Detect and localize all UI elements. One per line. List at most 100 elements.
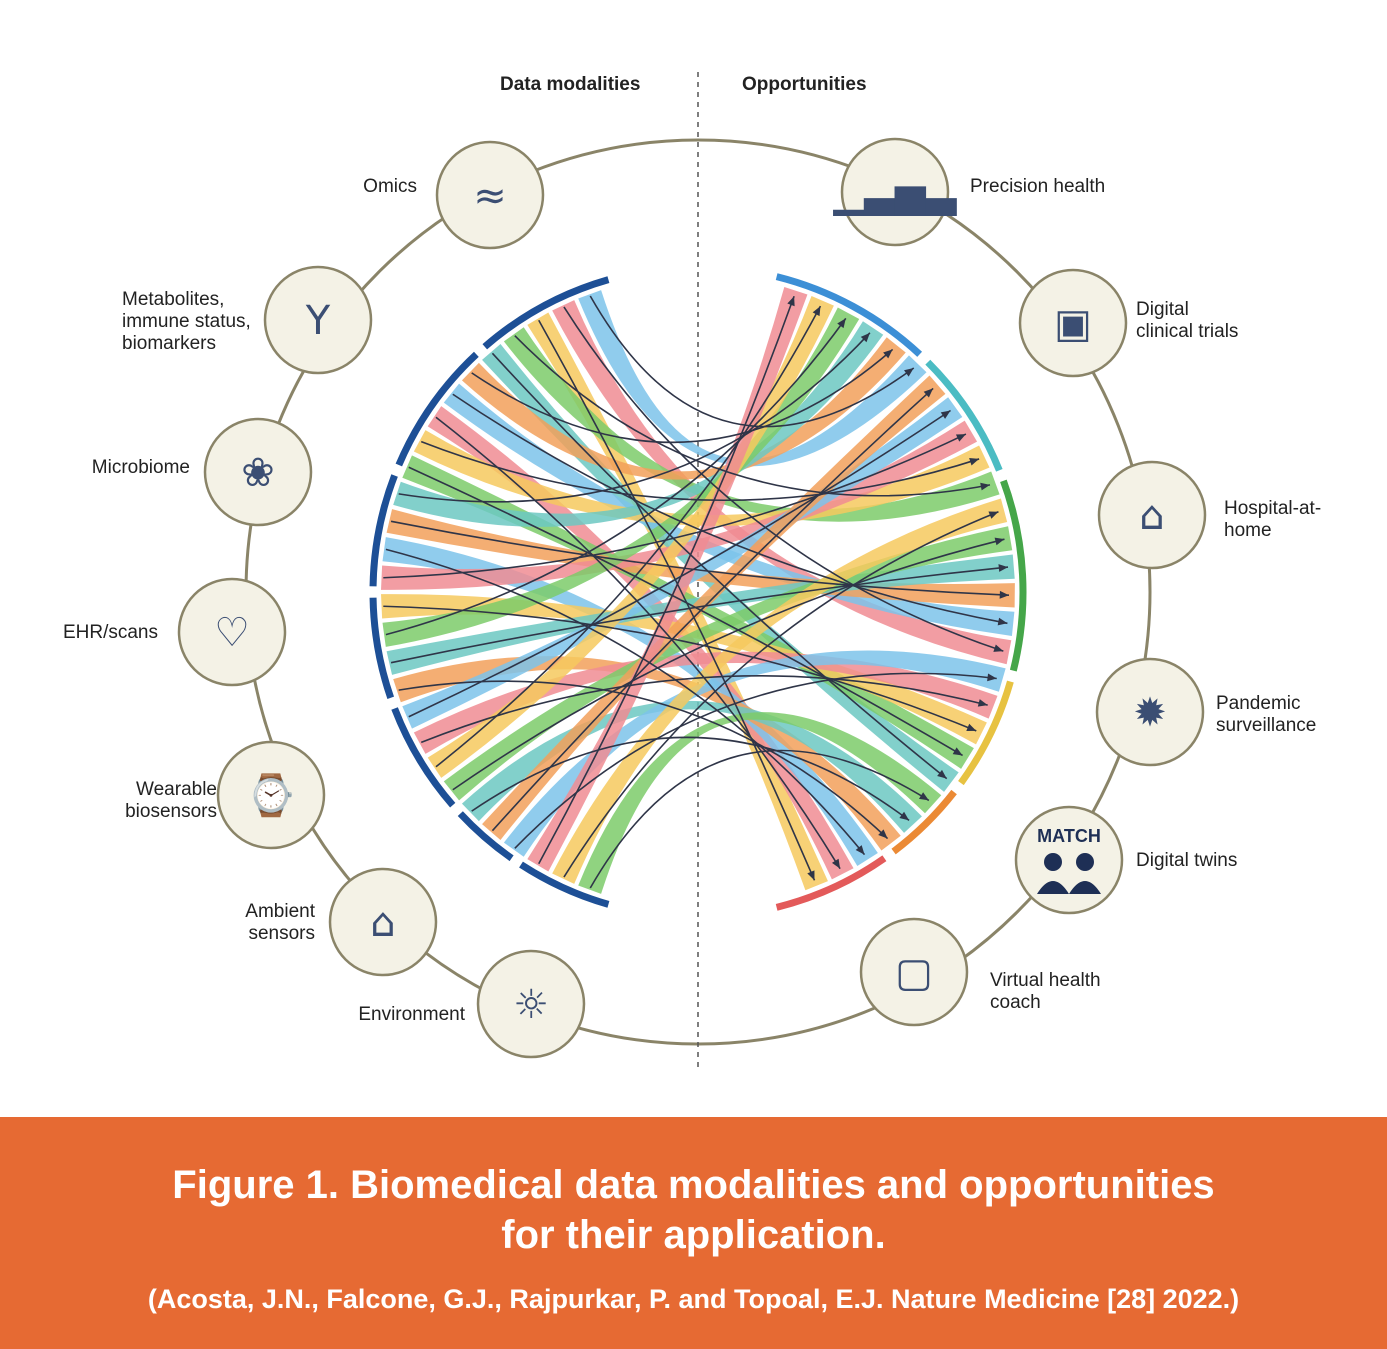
arrow-line (491, 387, 934, 832)
arrow-head (923, 388, 934, 398)
svg-text:▣: ▣ (1054, 301, 1092, 347)
arrow-head (812, 306, 821, 317)
opportunity-arc-segment (775, 855, 887, 911)
arrow-line (385, 548, 866, 856)
arrow-head (997, 617, 1008, 626)
microbes-icon: ❀ (203, 417, 313, 527)
svg-text:Y: Y (305, 298, 331, 344)
arrow-line (390, 520, 1010, 597)
label-environment: Environment (358, 1004, 465, 1025)
arrow-line (420, 440, 980, 501)
arrow-head (955, 434, 966, 442)
caption-band (0, 1117, 1387, 1349)
arrow-head (878, 829, 888, 839)
opportunity-arc-segment (891, 789, 957, 855)
svg-text:❀: ❀ (241, 450, 275, 496)
arrow-head (940, 410, 951, 419)
arrow-head (999, 590, 1009, 599)
modality-arc-segment (391, 707, 456, 808)
svg-text:▁▃▅▃: ▁▃▅▃ (832, 170, 957, 216)
arrow-head (988, 511, 999, 519)
arrow-head (952, 747, 963, 756)
ribbon (427, 296, 834, 778)
arrow-head (899, 811, 910, 821)
arrow-line (563, 306, 1004, 652)
icons-group: ≈Y❀♡⌚⌂☼▁▃▅▃▣⌂✹MATCH▢ (177, 137, 1207, 1059)
house-bed-icon: ⌂ (1097, 460, 1207, 570)
caption-title: Figure 1. Biomedical data modalities and… (172, 1163, 1215, 1257)
arrow-line (514, 672, 997, 849)
arrow-line (408, 409, 951, 718)
ribbon (393, 321, 884, 527)
arrow-line (435, 305, 822, 768)
modality-arc-segment (519, 861, 610, 908)
arrow-line (390, 566, 1009, 664)
arrow-head (937, 769, 947, 779)
arrow-line (420, 674, 988, 744)
ribbon (393, 656, 901, 851)
svg-text:⌂: ⌂ (370, 900, 395, 946)
svg-text:⌚: ⌚ (246, 772, 296, 819)
label-digital-twins: Digital twins (1136, 850, 1238, 871)
arrow-line (589, 295, 915, 428)
label-digital-clinical-trials: Digital clinical trials (1136, 299, 1239, 342)
svg-text:☼: ☼ (513, 982, 549, 1028)
label-omics: Omics (363, 176, 417, 197)
ribbon (427, 406, 854, 880)
label-pandemic-surveillance: Pandemic surveillance (1216, 693, 1317, 736)
arrow-line (383, 433, 967, 579)
ribbon (482, 344, 959, 792)
arrow-head (855, 845, 865, 855)
smartwatch-icon: ⌚ (216, 740, 326, 850)
modality-arc-segment (482, 276, 610, 350)
opportunity-arc-segment (958, 680, 1014, 786)
opportunity-arc-segment (1000, 479, 1027, 672)
monitor-arm-icon: ▣ (1018, 268, 1128, 378)
opportunity-arc-segment (775, 273, 923, 357)
arrow-head (980, 482, 990, 491)
arrow-line (471, 348, 894, 444)
arrow-head (977, 699, 988, 707)
arrow-head (860, 332, 870, 343)
match-people-icon: MATCH (1014, 805, 1124, 915)
label-precision-health: Precision health (970, 176, 1106, 197)
ribbon (527, 286, 808, 872)
arrow-line (563, 510, 999, 878)
ribbon (443, 383, 1015, 636)
ribbon (402, 397, 963, 729)
arrow-head (787, 296, 795, 307)
arrows-group (383, 295, 1010, 889)
arrow-line (471, 736, 910, 822)
arrow-head (918, 792, 929, 801)
arrow-line (514, 335, 991, 497)
arrow-line (538, 319, 816, 881)
svg-text:⌂: ⌂ (1139, 493, 1164, 539)
opportunity-arc-segment (925, 359, 1003, 472)
svg-text:✹: ✹ (1133, 690, 1167, 736)
arrow-head (837, 318, 846, 329)
svg-text:♡: ♡ (214, 610, 250, 656)
runner-smoking-icon: ☼ (476, 949, 586, 1059)
chord-diagram: ≈Y❀♡⌚⌂☼▁▃▅▃▣⌂✹MATCH▢ (177, 72, 1207, 1072)
chord-diagram-figure: ≈Y❀♡⌚⌂☼▁▃▅▃▣⌂✹MATCH▢ Data modalities Opp… (62, 72, 1321, 1072)
arrow-line (385, 317, 847, 636)
arrow-head (993, 644, 1004, 652)
caption-reference: (Acosta, J.N., Falcone, G.J., Rajpurkar,… (147, 1284, 1240, 1314)
arrow-head (969, 458, 980, 466)
label-ehr-scans: EHR/scans (62, 622, 158, 643)
arrow-head (831, 858, 841, 869)
arrow-line (452, 393, 1008, 625)
arrow-head (998, 564, 1009, 572)
ribbon (578, 712, 942, 894)
header-data-modalities: Data modalities (500, 74, 641, 95)
dna-helix-icon: ≈ (435, 140, 545, 250)
histogram-curve-icon: ▁▃▅▃ (832, 137, 958, 247)
arrow-head (987, 673, 997, 682)
arrow-head (883, 349, 893, 359)
ribbon (527, 312, 828, 891)
virus-icon: ✹ (1095, 657, 1205, 767)
ribbon (402, 455, 974, 769)
arcs-group (369, 273, 1027, 911)
arrow-head (807, 870, 815, 881)
ribbon (381, 420, 978, 590)
